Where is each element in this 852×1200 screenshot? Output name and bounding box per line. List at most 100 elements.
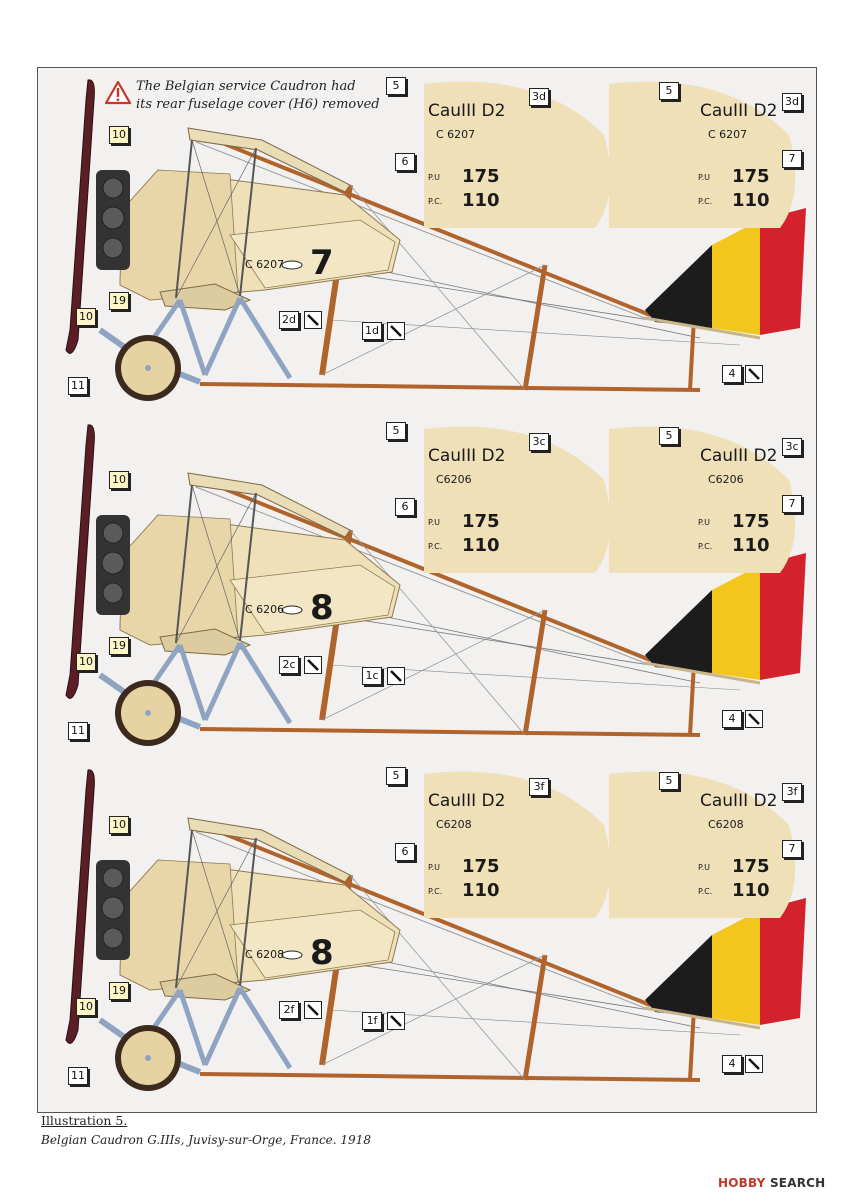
fin-model: CauIII D2 [428, 446, 505, 466]
callout-fin-serial-left: 3c [529, 433, 549, 451]
pu-value: 175 [462, 166, 500, 187]
pu-label: P.U [698, 518, 710, 527]
fuselage [119, 472, 401, 656]
callout-rudder: 4 [722, 710, 742, 728]
aircraft-profile-1: C 6207 7 [65, 79, 806, 401]
propeller [65, 424, 95, 699]
callout-fin-data-right: 7 [782, 840, 802, 858]
pu-label: P.U [428, 863, 440, 872]
apply-side-icon [304, 311, 322, 329]
fuselage [119, 817, 401, 1001]
pc-label: P.C. [698, 197, 712, 206]
fin-model: CauIII D2 [700, 446, 777, 466]
callout-fin-model-right: 5 [659, 427, 679, 445]
callout-rudder: 4 [722, 1055, 742, 1073]
apply-side-icon [304, 1001, 322, 1019]
fin-serial: C6206 [708, 473, 744, 486]
callout-10-wheel: 10 [76, 308, 96, 326]
fuselage-serial: C 6208 [245, 948, 284, 961]
fin-serial: C 6207 [708, 128, 747, 141]
pu-label: P.U [428, 173, 440, 182]
propeller [65, 769, 95, 1044]
callout-fin-model-left: 5 [386, 767, 406, 785]
callout-serial-decal: 2c [279, 656, 299, 674]
undercarriage [98, 986, 293, 1091]
fuselage [119, 127, 401, 311]
fin-serial: C6208 [436, 818, 472, 831]
callout-fin-data-left: 6 [395, 153, 415, 171]
fuselage-serial: C 6206 [245, 603, 284, 616]
pc-value: 110 [462, 190, 500, 211]
pu-label: P.U [698, 863, 710, 872]
watermark-brand: HOBBY [718, 1176, 766, 1190]
pc-label: P.C. [698, 542, 712, 551]
callout-19: 19 [109, 637, 129, 655]
rudder [644, 208, 806, 340]
warning-note-line1: The Belgian service Caudron had [136, 79, 356, 94]
watermark-suffix: SEARCH [769, 1176, 826, 1190]
callout-fin-serial-left: 3f [529, 778, 549, 796]
fuselage-number: 7 [310, 243, 334, 283]
undercarriage [98, 641, 293, 746]
engine [96, 515, 130, 615]
callout-number-decal: 1f [362, 1012, 382, 1030]
callout-fin-model-right: 5 [659, 772, 679, 790]
pu-value: 175 [732, 856, 770, 877]
pu-value: 175 [462, 511, 500, 532]
engine [96, 170, 130, 270]
callout-fin-serial-right: 3d [782, 93, 802, 111]
fin-shape [609, 81, 796, 229]
apply-side-icon [387, 1012, 405, 1030]
fin-shape [424, 426, 611, 573]
rudder [644, 553, 806, 685]
callout-serial-decal: 2d [279, 311, 299, 329]
callout-number-decal: 1c [362, 667, 382, 685]
callout-10-wheel: 10 [76, 998, 96, 1016]
pc-value: 110 [732, 535, 770, 556]
undercarriage [98, 296, 293, 401]
callout-19: 19 [109, 292, 129, 310]
site-watermark: HOBBY SEARCH [718, 1176, 825, 1190]
fin-model: CauIII D2 [700, 791, 777, 811]
caption-subtitle: Belgian Caudron G.IIIs, Juvisy-sur-Orge,… [41, 1133, 371, 1147]
callout-fin-data-left: 6 [395, 498, 415, 516]
fin-shape [609, 426, 796, 573]
pu-value: 175 [732, 166, 770, 187]
pc-value: 110 [732, 880, 770, 901]
warning-icon [104, 80, 132, 105]
warning-note-line2: its rear fuselage cover (H6) removed [136, 97, 380, 112]
pu-value: 175 [732, 511, 770, 532]
rudder [644, 898, 806, 1030]
callout-10-top: 10 [109, 471, 129, 489]
tail-booms [189, 128, 741, 392]
tail-booms [189, 818, 741, 1082]
callout-10-top: 10 [109, 126, 129, 144]
caption-title: Illustration 5. [41, 1113, 128, 1128]
callout-fin-data-right: 7 [782, 495, 802, 513]
fuselage-serial: C 6207 [245, 258, 284, 271]
engine [96, 860, 130, 960]
fin-shape [424, 81, 611, 229]
pu-label: P.U [698, 173, 710, 182]
apply-side-icon [387, 322, 405, 340]
fin-serial: C6208 [708, 818, 744, 831]
callout-number-decal: 1d [362, 322, 382, 340]
warning-note: The Belgian service Caudron had its rear… [136, 78, 396, 114]
callout-10-wheel: 10 [76, 653, 96, 671]
fin-model: CauIII D2 [428, 791, 505, 811]
fin-model: CauIII D2 [428, 101, 505, 121]
propeller [65, 79, 95, 354]
fin-serial: C6206 [436, 473, 472, 486]
callout-fin-serial-left: 3d [529, 88, 549, 106]
callout-11: 11 [68, 1067, 88, 1085]
callout-fin-data-right: 7 [782, 150, 802, 168]
apply-side-icon [387, 667, 405, 685]
